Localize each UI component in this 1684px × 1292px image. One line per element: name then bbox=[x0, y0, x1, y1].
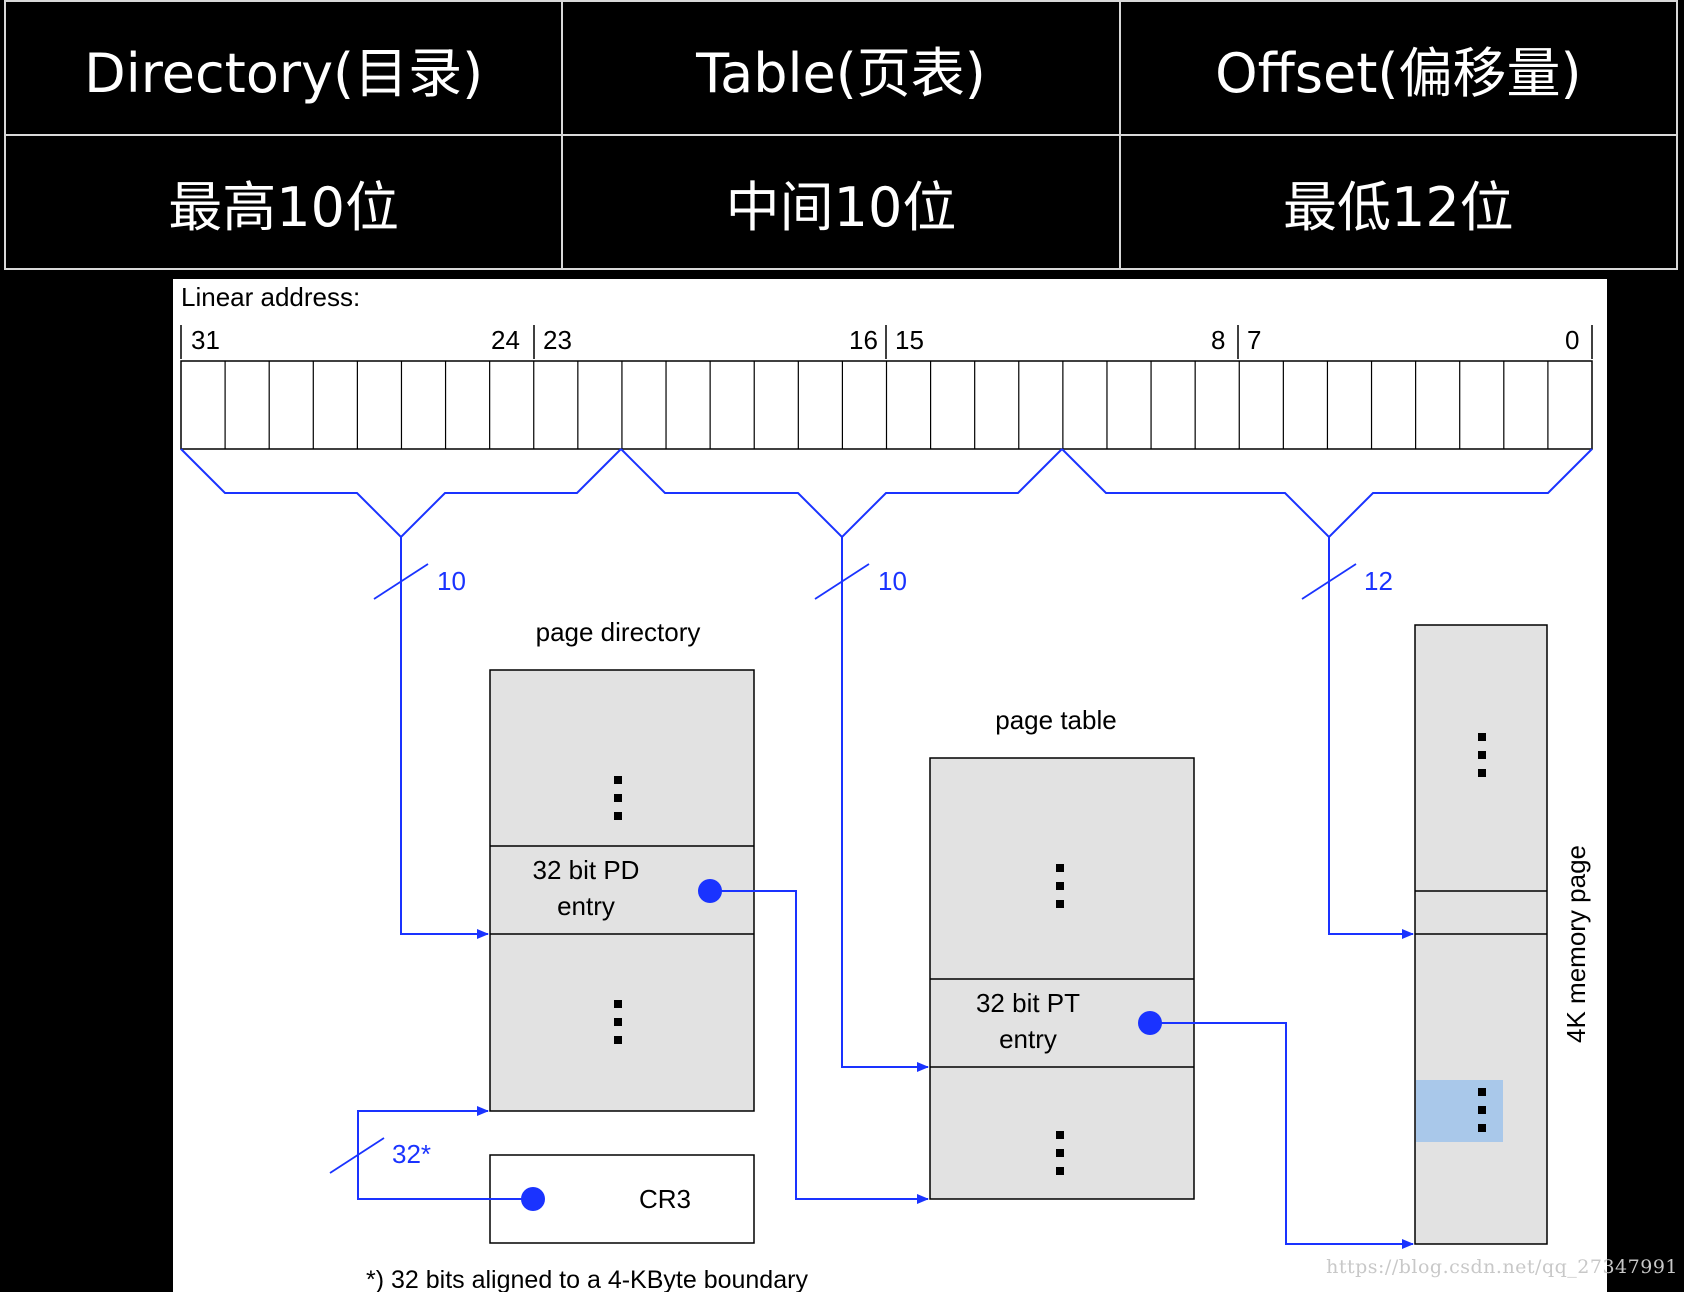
header-table: Table(页表) bbox=[561, 0, 1121, 136]
page-table-title: page table bbox=[995, 705, 1116, 735]
directory-brace bbox=[180, 448, 622, 539]
ellipsis-icon bbox=[614, 776, 622, 820]
offset-brace bbox=[1061, 448, 1593, 539]
table-header-row: Directory(目录) Table(页表) Offset(偏移量) bbox=[3, 0, 1679, 136]
paging-diagram: Linear address: 31 24 23 16 15 8 7 0 bbox=[173, 279, 1607, 1292]
memory-page bbox=[1414, 624, 1548, 1245]
pt-entry-line1: 32 bit PT bbox=[976, 988, 1080, 1018]
ellipsis-icon bbox=[1056, 864, 1064, 908]
bit-label-24: 24 bbox=[491, 325, 520, 355]
offset-arrow bbox=[1328, 537, 1414, 939]
ellipsis-icon bbox=[614, 1000, 622, 1044]
bit-label-15: 15 bbox=[895, 325, 924, 355]
ellipsis-icon bbox=[1056, 1131, 1064, 1175]
paging-diagram-svg: Linear address: 31 24 23 16 15 8 7 0 bbox=[180, 282, 1593, 1292]
page-table bbox=[929, 757, 1195, 1200]
table-brace bbox=[620, 448, 1063, 539]
connector-dots bbox=[521, 879, 1162, 1211]
pt-entry-line2: entry bbox=[999, 1024, 1057, 1054]
cell-offset-bits: 最低12位 bbox=[1118, 134, 1679, 270]
field-braces bbox=[180, 448, 1593, 539]
cell-directory-bits: 最高10位 bbox=[3, 134, 564, 270]
pt-entry-arrow bbox=[1150, 1022, 1414, 1249]
header-directory: Directory(目录) bbox=[3, 0, 564, 136]
table-index-arrow bbox=[841, 537, 929, 1072]
directory-index-arrow bbox=[400, 537, 489, 939]
linear-address-label: Linear address: bbox=[181, 282, 360, 312]
bit-boundary-ticks bbox=[180, 325, 1593, 359]
pd-entry-line2: entry bbox=[557, 891, 615, 921]
pd-entry-arrow bbox=[710, 890, 929, 1204]
page-directory-title: page directory bbox=[536, 617, 701, 647]
cr3-arrow bbox=[357, 1106, 533, 1200]
watermark: https://blog.csdn.net/qq_27347991 bbox=[1326, 1256, 1678, 1278]
cr3-label: CR3 bbox=[639, 1184, 691, 1214]
ellipsis-icon bbox=[1478, 1088, 1486, 1132]
footnote: *) 32 bits aligned to a 4-KByte boundary bbox=[366, 1266, 808, 1292]
cell-table-bits: 中间10位 bbox=[561, 134, 1121, 270]
pd-entry-line1: 32 bit PD bbox=[533, 855, 640, 885]
connector-arrows bbox=[357, 537, 1414, 1249]
bit-label-16: 16 bbox=[849, 325, 878, 355]
header-offset: Offset(偏移量) bbox=[1118, 0, 1679, 136]
bit-label-7: 7 bbox=[1247, 325, 1261, 355]
cr3-width-label: 32* bbox=[392, 1139, 431, 1169]
table-value-row: 最高10位 中间10位 最低12位 bbox=[3, 134, 1679, 270]
address-split-table: Directory(目录) Table(页表) Offset(偏移量) 最高10… bbox=[3, 0, 1679, 270]
bit-label-0: 0 bbox=[1565, 325, 1579, 355]
linear-address-register bbox=[180, 360, 1593, 450]
bit-label-23: 23 bbox=[543, 325, 572, 355]
memory-page-label: 4K memory page bbox=[1561, 845, 1591, 1043]
bit-label-8: 8 bbox=[1211, 325, 1225, 355]
bit-label-31: 31 bbox=[191, 325, 220, 355]
table-width-label: 10 bbox=[878, 566, 907, 596]
directory-width-label: 10 bbox=[437, 566, 466, 596]
ellipsis-icon bbox=[1478, 733, 1486, 777]
highlight-block bbox=[1416, 1080, 1503, 1142]
offset-width-label: 12 bbox=[1364, 566, 1393, 596]
